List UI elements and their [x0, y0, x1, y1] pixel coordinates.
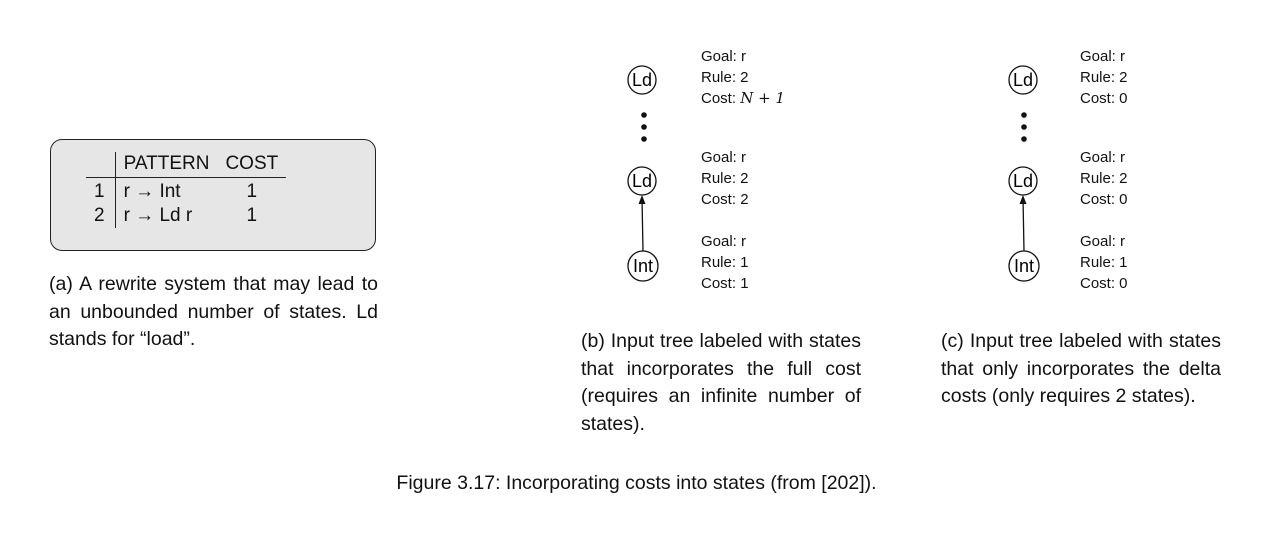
rule-text: Rule: 1	[701, 254, 749, 271]
tree-b: Ld Ld Int	[627, 65, 659, 282]
row-cost: 1	[246, 205, 258, 226]
caption-c: (c) Input tree labeled with states that …	[941, 330, 1221, 407]
cost-text: Cost: 0	[1080, 275, 1128, 292]
node-c-bottom-label: Int	[1014, 256, 1034, 276]
goal-text: Goal: r	[1080, 48, 1126, 65]
goal-text: Goal: r	[1080, 149, 1126, 166]
cost-formula: N + 1	[740, 89, 785, 107]
table-row: 1 r → Int 1	[86, 177, 286, 204]
ellipsis-dots-b	[641, 112, 647, 142]
rule-text: Rule: 1	[1080, 254, 1128, 271]
row-index: 1	[86, 177, 116, 204]
arrowhead-b	[638, 195, 646, 204]
arrowhead-c	[1019, 195, 1027, 204]
node-b-bottom-label: Int	[633, 256, 653, 276]
goal-text: Goal: r	[1080, 233, 1126, 250]
cost-text: Cost: N + 1	[701, 89, 785, 107]
node-b-top	[627, 65, 657, 95]
goal-text: Goal: r	[701, 149, 747, 166]
state-label-b-2: Goal: r Rule: 2 Cost: 2	[701, 147, 749, 210]
goal-text: Goal: r	[701, 233, 747, 250]
figure-caption: Figure 3.17: Incorporating costs into st…	[396, 472, 877, 494]
row-cost: 1	[246, 181, 258, 202]
caption-a: (a) A rewrite system that may lead to an…	[49, 273, 378, 350]
rule-text: Rule: 2	[1080, 69, 1128, 86]
header-pattern: PATTERN	[115, 152, 218, 178]
ellipsis-dots-c	[1021, 112, 1027, 142]
state-label-c-1: Goal: r Rule: 2 Cost: 0	[1080, 46, 1128, 109]
table-row: 2 r → Ld r 1	[86, 204, 286, 228]
cost-text: Cost: 2	[701, 191, 749, 208]
state-label-c-2: Goal: r Rule: 2 Cost: 0	[1080, 147, 1128, 210]
row-pattern: r → Int	[123, 181, 181, 202]
table-header-row: PATTERN COST	[86, 152, 287, 178]
header-index	[86, 152, 116, 178]
node-c-top	[1008, 65, 1038, 95]
edge-b	[641, 197, 644, 252]
state-label-b-1: Goal: r Rule: 2 Cost: N + 1	[701, 46, 785, 109]
rule-text: Rule: 2	[1080, 170, 1128, 187]
row-pattern: r → Ld r	[123, 205, 193, 226]
rule-text: Rule: 2	[701, 69, 749, 86]
goal-text: Goal: r	[701, 48, 747, 65]
edge-c	[1022, 197, 1025, 252]
rewrite-table: PATTERN COST 1 r → Int 1 2 r → Ld r 1	[86, 152, 287, 228]
node-b-top-label: Ld	[632, 70, 652, 90]
node-b-middle-label: Ld	[632, 171, 652, 191]
node-c-top-label: Ld	[1013, 70, 1033, 90]
state-label-b-3: Goal: r Rule: 1 Cost: 1	[701, 231, 749, 294]
rule-text: Rule: 2	[701, 170, 749, 187]
cost-text: Cost: 1	[701, 275, 749, 292]
cost-text: Cost: 0	[1080, 90, 1128, 107]
state-label-c-3: Goal: r Rule: 1 Cost: 0	[1080, 231, 1128, 294]
row-index: 2	[86, 204, 116, 228]
cost-text: Cost: 0	[1080, 191, 1128, 208]
node-c-middle-label: Ld	[1013, 171, 1033, 191]
header-cost: COST	[217, 152, 287, 178]
caption-b: (b) Input tree labeled with states that …	[581, 330, 861, 435]
tree-c: Ld Ld Int	[1008, 65, 1040, 282]
